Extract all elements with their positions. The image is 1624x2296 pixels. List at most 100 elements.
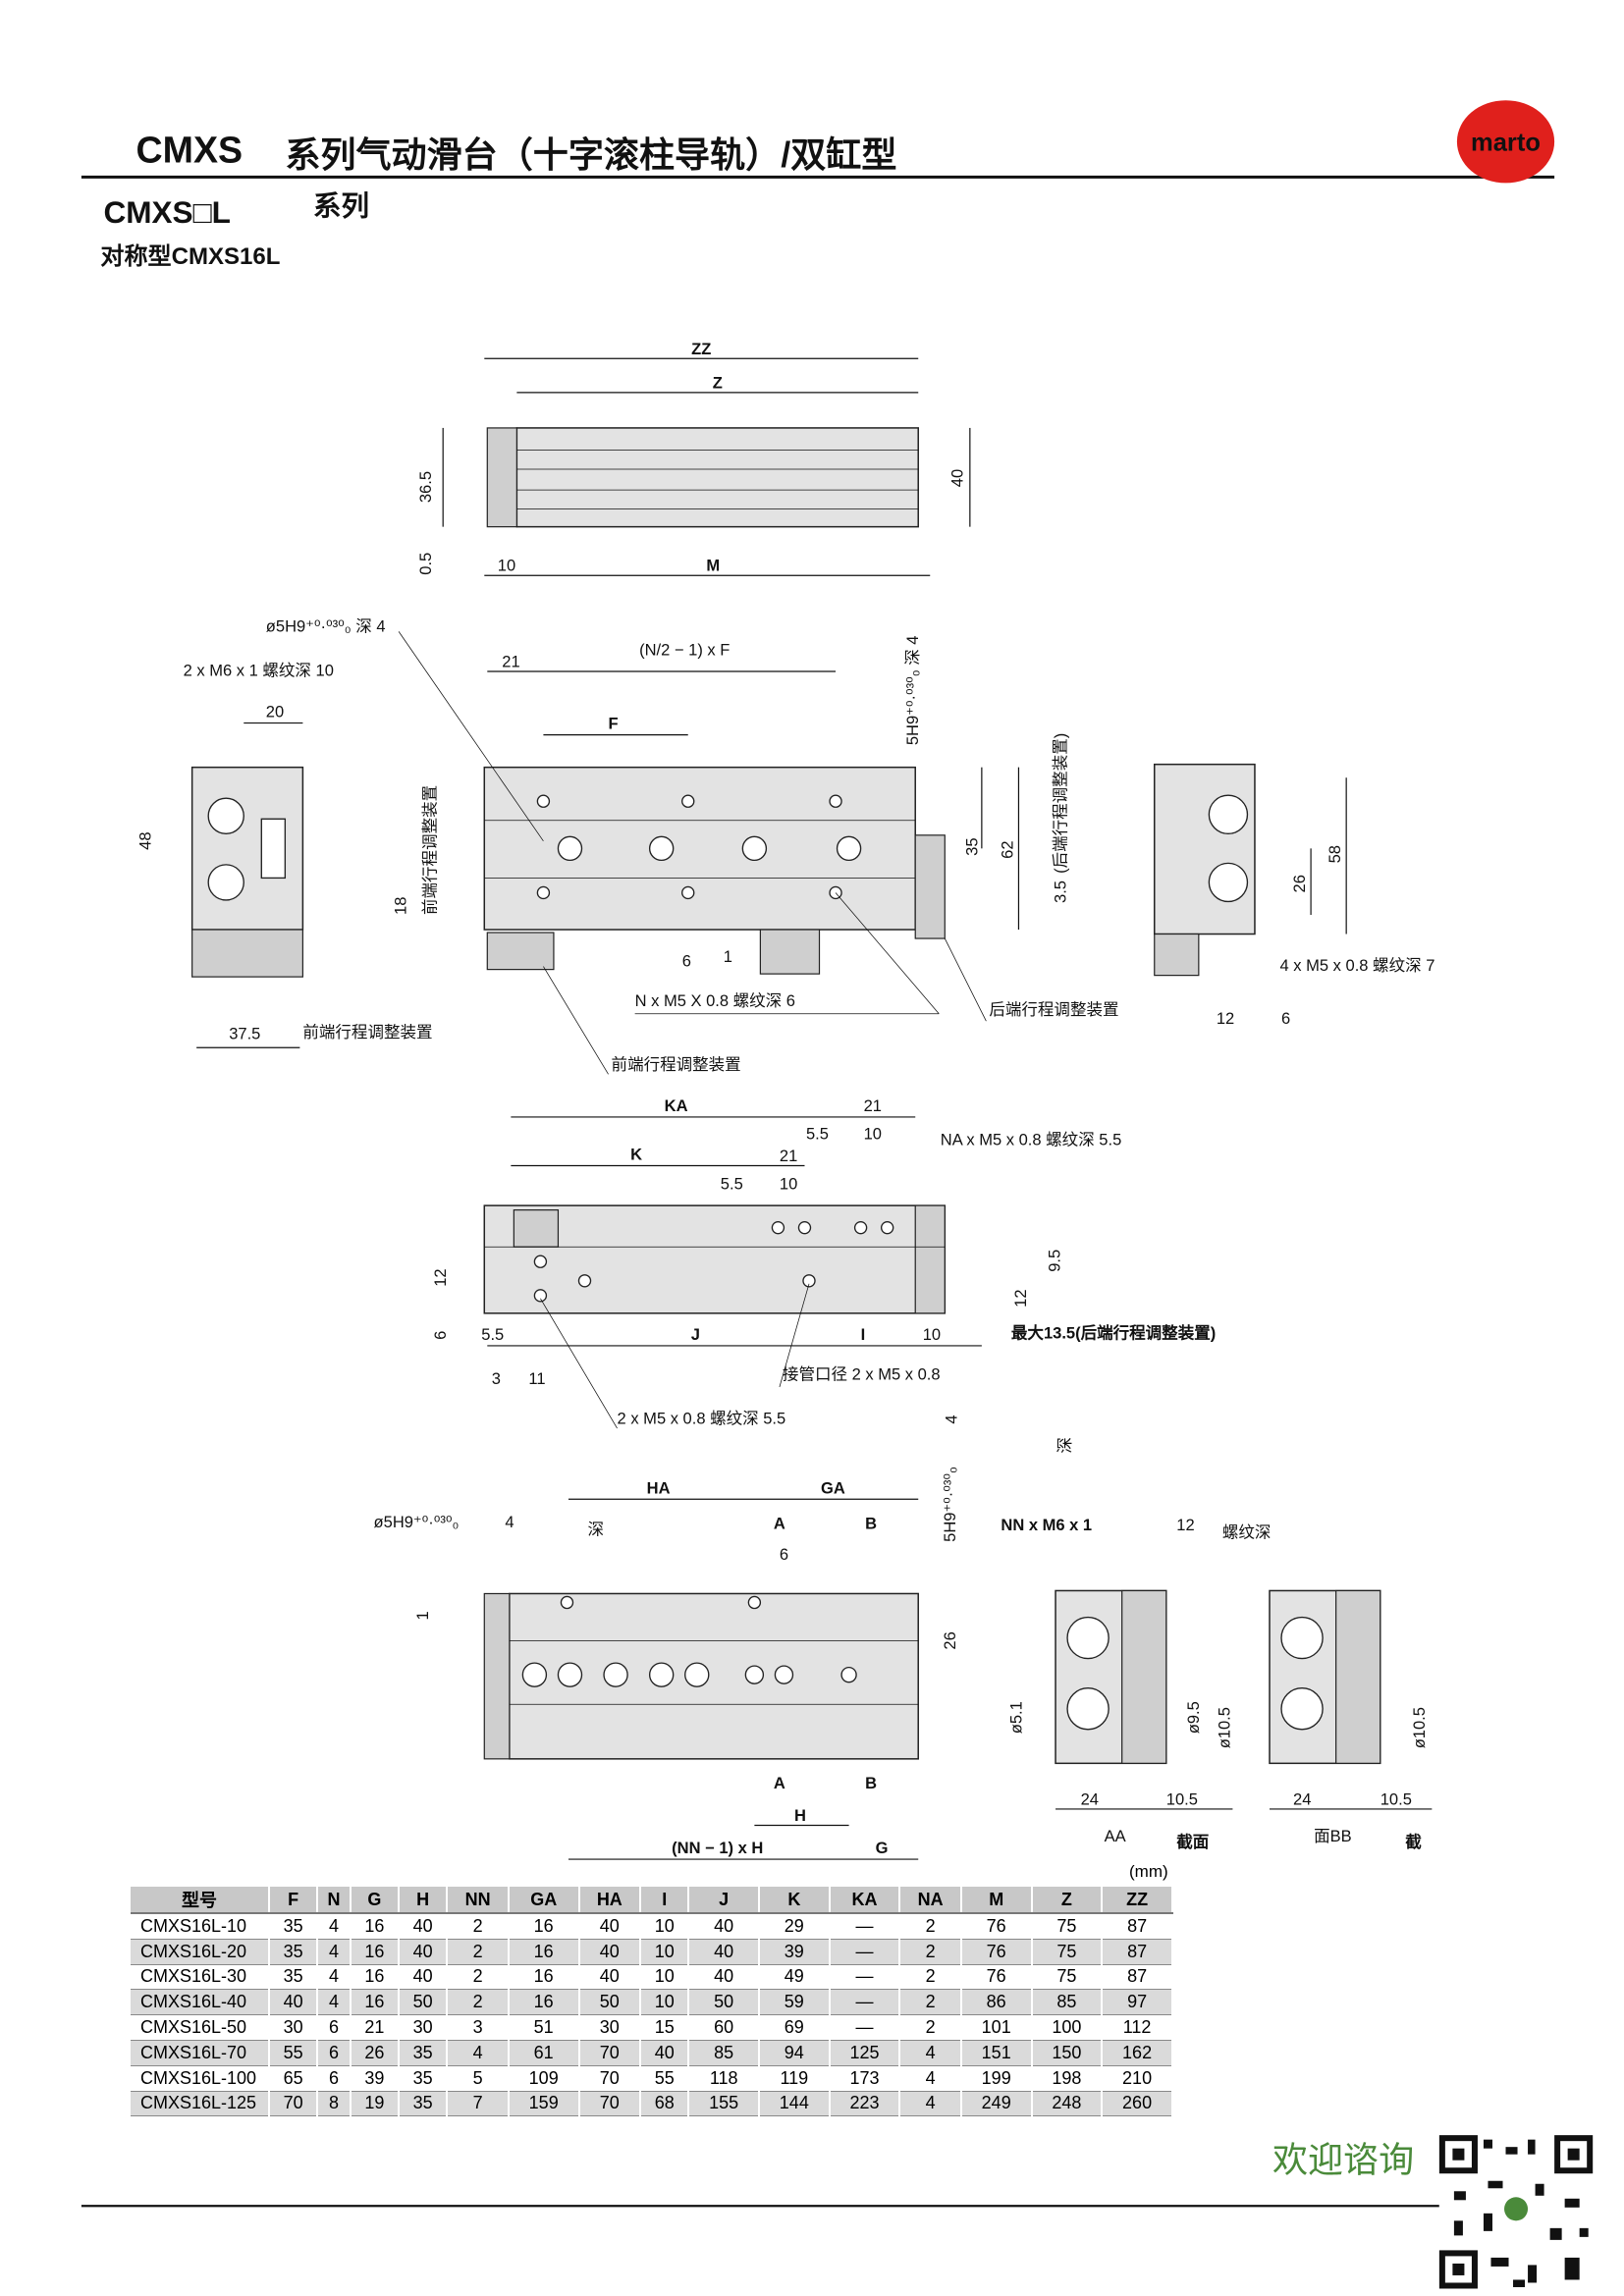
dimension-label: 24 xyxy=(1293,1789,1311,1808)
value-cell: 4 xyxy=(317,1964,352,1991)
model-cell: CMXS16L-70 xyxy=(131,2040,270,2066)
value-cell: 2 xyxy=(899,1964,962,1991)
value-cell: 15 xyxy=(640,2014,690,2041)
model-cell: CMXS16L-40 xyxy=(131,1989,270,2016)
front-view: ø5H9⁺⁰·⁰³⁰₀ 深 4 2 x M6 x 1 螺纹深 10 20 48 … xyxy=(136,616,1435,1075)
column-header: F xyxy=(269,1887,319,1914)
value-cell: 97 xyxy=(1102,1989,1173,2016)
value-cell: 87 xyxy=(1102,1939,1173,1965)
value-cell: 10 xyxy=(640,1913,690,1940)
column-header: G xyxy=(350,1887,401,1914)
model-cell: CMXS16L-50 xyxy=(131,2014,270,2041)
value-cell: 101 xyxy=(960,2014,1033,2041)
dimension-label: HA xyxy=(647,1478,671,1497)
value-cell: 35 xyxy=(399,2065,449,2092)
value-cell: 35 xyxy=(269,1913,319,1940)
dimension-label: ø5H9⁺⁰·⁰³⁰₀ 深 4 xyxy=(266,616,386,635)
value-cell: 75 xyxy=(1031,1964,1104,1991)
dimension-label: 21 xyxy=(864,1096,882,1115)
value-cell: 5 xyxy=(447,2065,510,2092)
value-cell: 49 xyxy=(759,1964,831,1991)
value-cell: 210 xyxy=(1102,2065,1173,2092)
dimension-label: ø10.5 xyxy=(1215,1707,1233,1748)
dimension-label: NN x M6 x 1 xyxy=(1001,1516,1092,1534)
dimension-label: I xyxy=(861,1325,866,1344)
value-cell: 70 xyxy=(578,2091,642,2117)
value-cell: — xyxy=(829,1989,901,2016)
value-cell: 40 xyxy=(578,1939,642,1965)
column-header: ZZ xyxy=(1102,1887,1173,1914)
variant-label: 对称型CMXS16L xyxy=(100,243,280,270)
value-cell: 3 xyxy=(447,2014,510,2041)
dimension-label: 20 xyxy=(266,703,284,721)
column-header: Z xyxy=(1031,1887,1104,1914)
dimension-label: 36.5 xyxy=(416,471,435,503)
dimension-label: 3 xyxy=(492,1369,501,1388)
dimension-label: 48 xyxy=(136,831,155,849)
value-cell: 150 xyxy=(1031,2040,1104,2066)
dimension-label: 4 x M5 x 0.8 螺纹深 7 xyxy=(1280,956,1435,975)
value-cell: 4 xyxy=(899,2040,962,2066)
value-cell: 16 xyxy=(350,1964,401,1991)
column-header: NA xyxy=(899,1887,962,1914)
column-header: N xyxy=(317,1887,352,1914)
value-cell: 118 xyxy=(688,2065,760,2092)
value-cell: 76 xyxy=(960,1913,1033,1940)
value-cell: 76 xyxy=(960,1964,1033,1991)
value-cell: 10 xyxy=(640,1989,690,2016)
value-cell: 4 xyxy=(899,2065,962,2092)
value-cell: 223 xyxy=(829,2091,901,2117)
value-cell: 10 xyxy=(640,1964,690,1991)
top-view: ZZ Z 36.5 0.5 40 10 M xyxy=(416,340,971,576)
value-cell: 51 xyxy=(508,2014,580,2041)
dimension-label: 4 xyxy=(942,1415,960,1423)
value-cell: 40 xyxy=(688,1964,760,1991)
dimension-label: 截面 xyxy=(1176,1832,1209,1851)
value-cell: 35 xyxy=(269,1939,319,1965)
value-cell: 2 xyxy=(899,1913,962,1940)
value-cell: 59 xyxy=(759,1989,831,2016)
value-cell: 144 xyxy=(759,2091,831,2117)
dimension-label: 截 xyxy=(1405,1832,1422,1851)
dimension-label: ZZ xyxy=(691,340,711,358)
value-cell: 173 xyxy=(829,2065,901,2092)
dimension-label: 11 xyxy=(528,1369,545,1388)
value-cell: 75 xyxy=(1031,1939,1104,1965)
dimension-label: 12 xyxy=(1011,1289,1030,1307)
dimension-label: marto xyxy=(1471,129,1541,156)
value-cell: 10 xyxy=(640,1939,690,1965)
value-cell: 35 xyxy=(269,1964,319,1991)
subtitle-series: 系列 xyxy=(313,190,369,222)
value-cell: 4 xyxy=(447,2040,510,2066)
value-cell: 2 xyxy=(899,1939,962,1965)
dimension-label: 6 xyxy=(682,952,691,971)
value-cell: 21 xyxy=(350,2014,401,2041)
dimension-label: 5H9⁺⁰·⁰³⁰₀ xyxy=(941,1467,959,1542)
dimension-label: 4 xyxy=(505,1513,514,1531)
column-header: GA xyxy=(508,1887,580,1914)
dimension-label: 9.5 xyxy=(1046,1250,1064,1272)
model-cell: CMXS16L-125 xyxy=(131,2091,270,2117)
value-cell: 151 xyxy=(960,2040,1033,2066)
welcome-text: 欢迎谘询 xyxy=(1272,2140,1414,2180)
dimension-label: 10 xyxy=(864,1124,882,1143)
model-cell: CMXS16L-10 xyxy=(131,1913,270,1940)
dimension-label: B xyxy=(865,1774,877,1792)
dimension-label: ø10.5 xyxy=(1410,1707,1429,1748)
value-cell: 2 xyxy=(447,1989,510,2016)
dimension-label: 接管口径 2 x M5 x 0.8 xyxy=(783,1365,941,1384)
dimension-label: ø9.5 xyxy=(1184,1701,1203,1734)
dimension-label: 10 xyxy=(498,557,515,575)
value-cell: 40 xyxy=(640,2040,690,2066)
value-cell: 39 xyxy=(759,1939,831,1965)
value-cell: 4 xyxy=(317,1989,352,2016)
dimension-label: 10 xyxy=(923,1325,941,1344)
dimension-label: 12 xyxy=(1176,1516,1194,1534)
column-header: H xyxy=(399,1887,449,1914)
